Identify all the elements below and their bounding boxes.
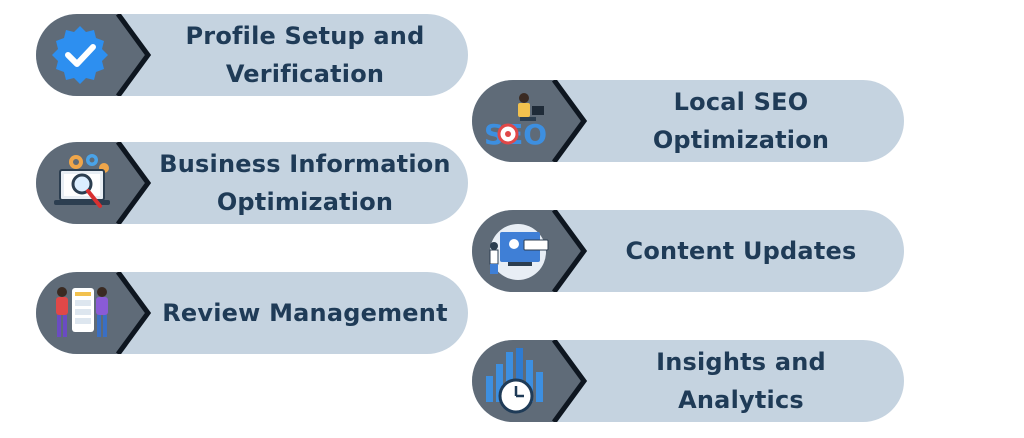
item-label: Local SEO Optimization [652,88,830,154]
item-review-management: Review Management [36,272,468,354]
item-label: Profile Setup and Verification [185,22,425,88]
people-reviews-icon [56,287,108,337]
item-profile-setup: Profile Setup and Verification [36,14,468,96]
item-business-information: Business Information Optimization [36,142,468,224]
item-label: Review Management [162,299,448,327]
item-content-updates: Content Updates [472,210,904,292]
item-local-seo: SEO Local SEO Optimization [472,80,904,162]
item-label: Insights and Analytics [656,348,826,414]
item-label: Business Information Optimization [159,150,451,216]
laptop-magnifier-gears-icon [54,154,110,208]
verified-badge-icon [52,26,108,84]
content-update-screen-icon [489,224,549,280]
item-label: Content Updates [625,237,857,265]
bar-chart-clock-icon [486,348,543,414]
item-insights-analytics: Insights and Analytics [472,340,904,422]
seo-target-person-icon: SEO [484,93,547,151]
